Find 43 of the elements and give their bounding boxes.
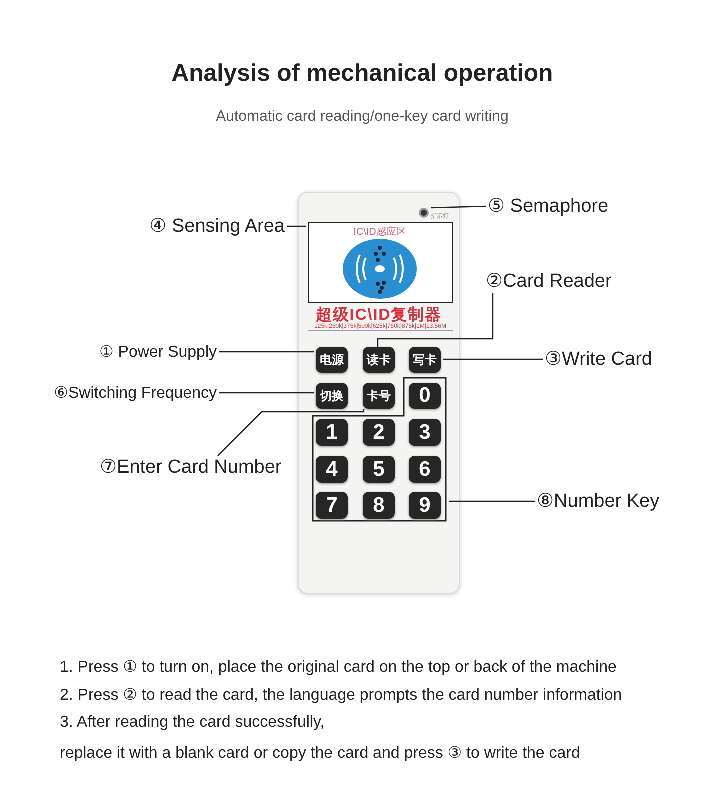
function-key: 读卡 (363, 347, 395, 373)
sensing-area-box (308, 222, 453, 303)
indicator-light (419, 208, 429, 218)
keypad-outline (312, 377, 447, 522)
number-key: 1 (316, 419, 348, 446)
instruction-text: replace it with a blank card or copy the card and press ③ to write the card (60, 744, 580, 763)
number-key: 5 (363, 456, 395, 483)
function-key: 切换 (316, 383, 348, 409)
leader-line (219, 351, 314, 353)
function-key: 写卡 (409, 347, 441, 373)
instruction-text: 2. Press ② to read the card, the language prompts the card number information (60, 686, 622, 705)
callout-label: ⑧Number Key (537, 490, 660, 513)
subtitle: Automatic card reading/one-key card writing (215, 108, 510, 125)
callout-label: ⑦Enter Card Number (100, 456, 282, 479)
callout-label: ⑤ Semaphore (488, 195, 609, 218)
number-key: 6 (409, 456, 441, 483)
title: Analysis of mechanical operation (170, 60, 554, 88)
number-key: 8 (363, 492, 395, 519)
instruction-text: 3. After reading the card successfully, (60, 714, 325, 732)
leader-line (443, 358, 543, 360)
leader-line (219, 392, 314, 394)
callout-label: ④ Sensing Area (150, 215, 285, 238)
function-key: 电源 (316, 347, 348, 373)
device-title: 超级IC\ID复制器 (316, 306, 442, 324)
number-key: 0 (409, 383, 441, 409)
leader-line (287, 226, 306, 228)
callout-label: ⑥Switching Frequency (54, 383, 217, 403)
leader-line (218, 409, 365, 456)
number-key: 4 (316, 456, 348, 483)
callout-label: ②Card Reader (486, 270, 612, 293)
number-key: 9 (409, 492, 441, 519)
number-key: 7 (316, 492, 348, 519)
leader-line (430, 206, 486, 209)
leader-line (449, 500, 535, 502)
instruction-text: 1. Press ① to turn on, place the original card on the top or back of the machine (60, 658, 617, 677)
number-key: 2 (363, 419, 395, 446)
card-reader-device (298, 192, 460, 594)
leader-line (377, 293, 494, 347)
function-key: 卡号 (363, 383, 395, 409)
callout-label: ③Write Card (545, 348, 652, 371)
callout-label: ① Power Supply (99, 342, 217, 362)
sensing-area-label: IC\ID感应区 (352, 226, 408, 239)
number-key: 3 (409, 419, 441, 446)
